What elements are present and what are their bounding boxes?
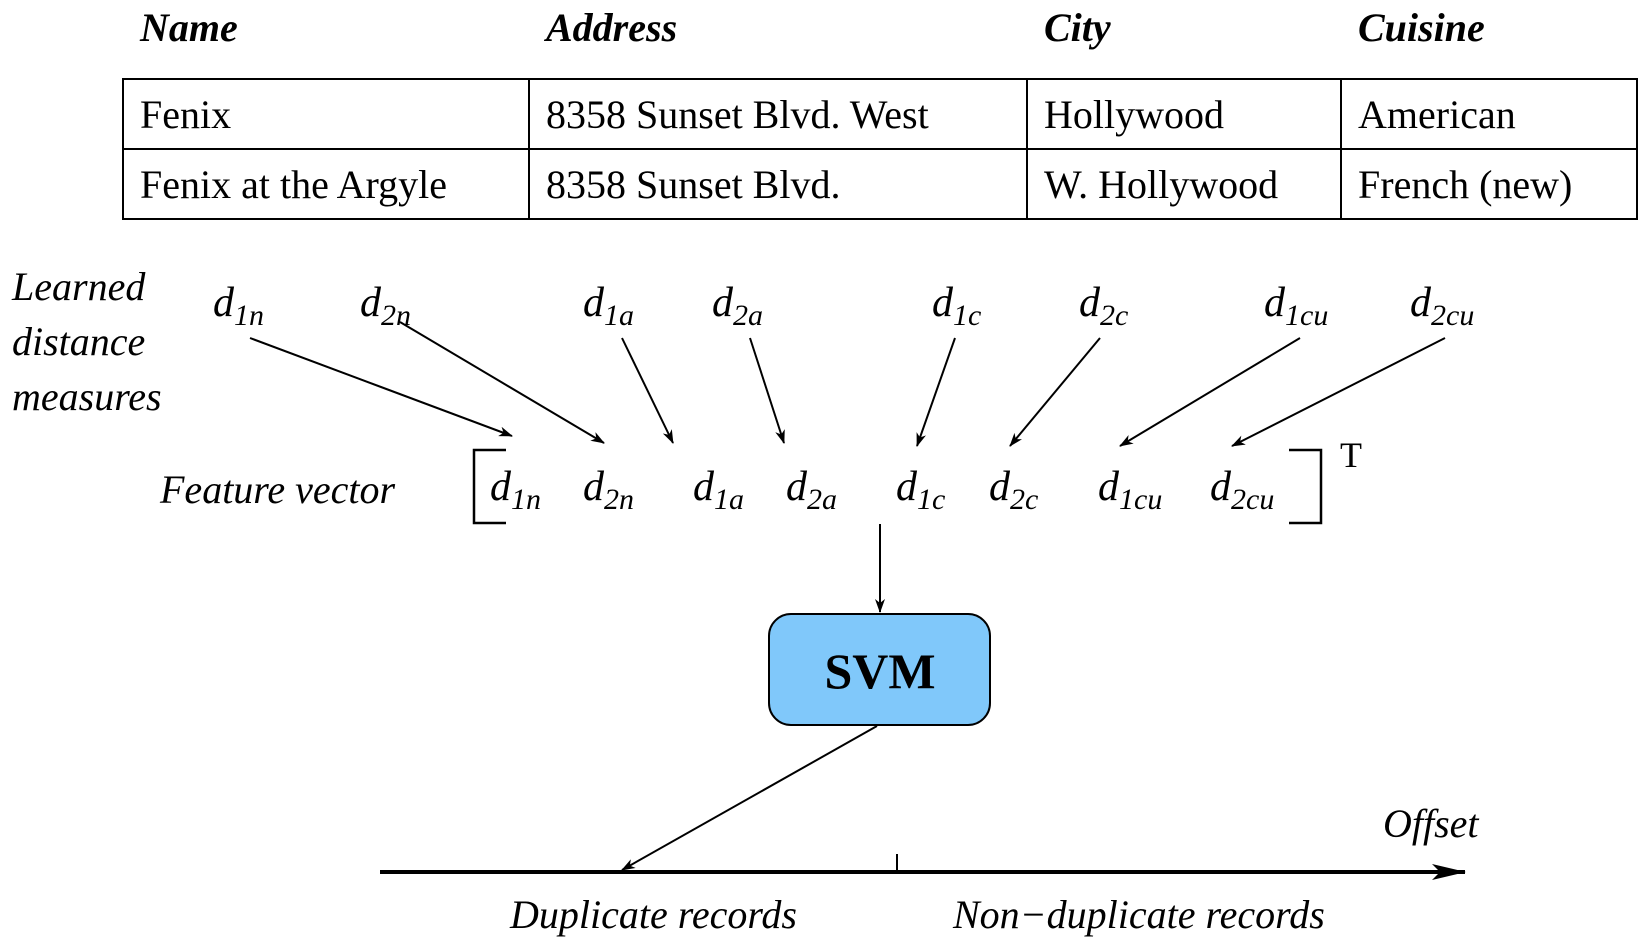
left-bracket: [472, 448, 506, 525]
table-cell: Fenix at the Argyle: [122, 148, 530, 220]
measure-arrow-1c: [916, 337, 956, 447]
table-row: Fenix at the Argyle 8358 Sunset Blvd. W.…: [122, 148, 1638, 220]
measure-d2cu: d2cu: [1410, 280, 1474, 332]
vector-entry-d2c: d2c: [989, 464, 1038, 516]
measure-d2a: d2a: [712, 280, 763, 332]
measure-d1cu: d1cu: [1264, 280, 1328, 332]
right-bracket: [1289, 448, 1323, 525]
header-address: Address: [546, 5, 678, 50]
vector-entry-d1n: d1n: [490, 464, 541, 516]
header-name: Name: [140, 5, 238, 50]
vector-entry-d1cu: d1cu: [1098, 464, 1162, 516]
measure-d1n: d1n: [213, 280, 264, 332]
learned-label-3: measures: [12, 374, 162, 419]
svm-label: SVM: [824, 643, 935, 699]
transpose-label: T: [1340, 435, 1362, 475]
measure-d1c: d1c: [932, 280, 981, 332]
learned-label-2: distance: [12, 319, 145, 364]
measure-arrows: [249, 321, 1446, 447]
measure-arrow-1a: [621, 337, 674, 444]
measure-arrow-2c: [1009, 337, 1101, 447]
measure-arrow-1n: [249, 337, 513, 437]
table-cell: Hollywood: [1026, 78, 1342, 150]
table-row: Fenix 8358 Sunset Blvd. West Hollywood A…: [122, 78, 1638, 150]
measure-arrow-2cu: [1231, 337, 1446, 447]
table-cell: American: [1340, 78, 1638, 150]
duplicate-label: Duplicate records: [509, 892, 797, 937]
table-cell: 8358 Sunset Blvd.: [528, 148, 1028, 220]
svm-output-arrow: [621, 725, 878, 871]
offset-label: Offset: [1383, 801, 1479, 846]
vector-entry-d1a: d1a: [693, 464, 744, 516]
table-cell: French (new): [1340, 148, 1638, 220]
vector-entry-d2a: d2a: [786, 464, 837, 516]
feature-vector-entries: d1n d2n d1a d2a d1c d2c d1cu d2cu: [490, 464, 1274, 516]
vector-entry-d2n: d2n: [583, 464, 634, 516]
vector-entry-d1c: d1c: [896, 464, 945, 516]
table-cell: Fenix: [122, 78, 530, 150]
learned-label-1: Learned: [11, 264, 146, 309]
measure-arrow-2n: [399, 321, 605, 444]
measure-arrow-1cu: [1119, 337, 1301, 447]
table-cell: 8358 Sunset Blvd. West: [528, 78, 1028, 150]
table-cell: W. Hollywood: [1026, 148, 1342, 220]
svm-box: [768, 613, 991, 726]
records-table: Fenix 8358 Sunset Blvd. West Hollywood A…: [122, 78, 1638, 220]
non-duplicate-label: Non−duplicate records: [952, 892, 1325, 937]
feature-vector-label: Feature vector: [159, 467, 396, 512]
measure-arrow-2a: [749, 337, 785, 444]
header-city: City: [1044, 5, 1111, 50]
measure-d1a: d1a: [583, 280, 634, 332]
header-cuisine: Cuisine: [1358, 5, 1485, 50]
measure-d2c: d2c: [1079, 280, 1128, 332]
vector-entry-d2cu: d2cu: [1210, 464, 1274, 516]
